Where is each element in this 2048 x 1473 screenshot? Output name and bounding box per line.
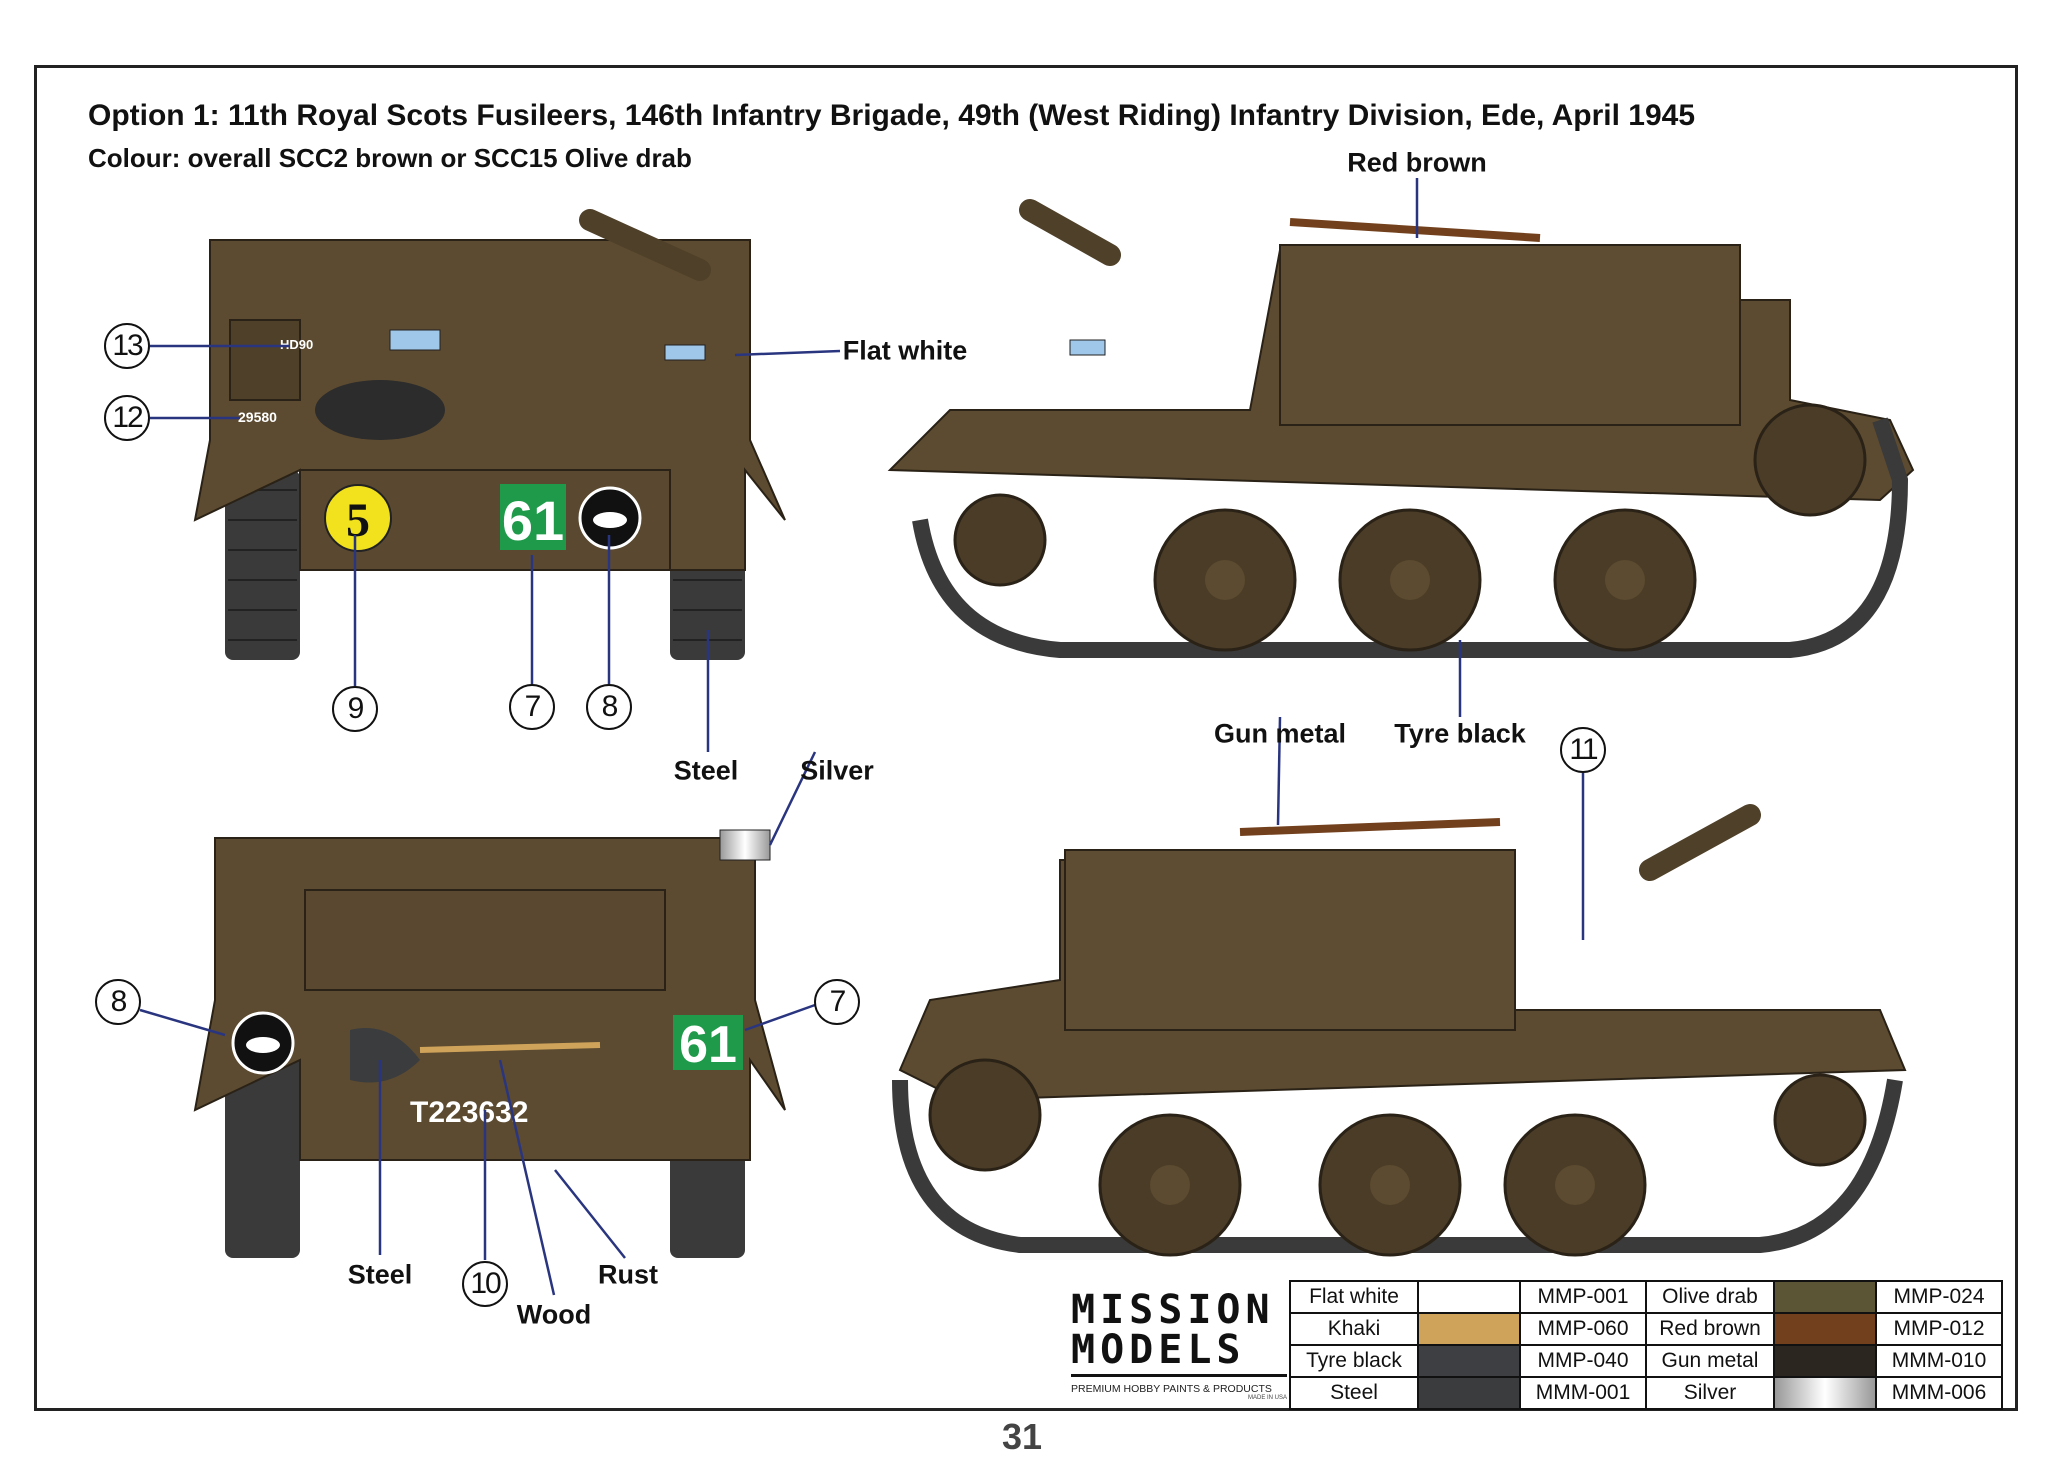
decal-number-10: 10 bbox=[462, 1261, 508, 1307]
callout-rust: Rust bbox=[598, 1259, 658, 1290]
spare-wheel bbox=[315, 380, 445, 440]
paint-code: MMP-012 bbox=[1875, 1312, 2003, 1346]
callout-gun-metal: Gun metal bbox=[1213, 718, 1347, 749]
shovel bbox=[350, 1028, 420, 1083]
paint-swatch bbox=[1773, 1344, 1877, 1378]
callout-steel-rear: Steel bbox=[347, 1259, 413, 1290]
decal-number-9: 9 bbox=[332, 686, 378, 732]
paint-swatch bbox=[1773, 1376, 1877, 1410]
paint-code: MMP-060 bbox=[1519, 1312, 1647, 1346]
paint-name: Olive drab bbox=[1645, 1280, 1775, 1314]
formation-sign-front bbox=[500, 484, 566, 550]
svg-text:61: 61 bbox=[679, 1016, 737, 1074]
decal-number-11: 11 bbox=[1560, 727, 1606, 773]
page-frame bbox=[34, 65, 2018, 1411]
decal-number-13: 13 bbox=[104, 323, 150, 369]
paint-code: MMP-001 bbox=[1519, 1280, 1647, 1314]
svg-text:223632: 223632 bbox=[1536, 947, 1629, 978]
paint-swatch bbox=[1417, 1344, 1521, 1378]
leader-lines bbox=[139, 178, 1585, 1296]
paint-code: MMM-006 bbox=[1875, 1376, 2003, 1410]
side-view-left: T 223632 bbox=[892, 804, 1907, 1257]
paint-swatch bbox=[1417, 1312, 1521, 1346]
paint-name: Tyre black bbox=[1289, 1344, 1419, 1378]
callout-wood: Wood bbox=[516, 1299, 592, 1330]
paint-code: MMM-001 bbox=[1519, 1376, 1647, 1410]
page-number: 31 bbox=[1001, 1416, 1043, 1457]
page-title: Option 1: 11th Royal Scots Fusileers, 14… bbox=[88, 99, 1696, 132]
paint-name: Silver bbox=[1645, 1376, 1775, 1410]
unit-circle-number: 5 bbox=[346, 494, 370, 547]
paint-swatch bbox=[1417, 1376, 1521, 1410]
silver-light bbox=[719, 829, 771, 861]
front-left-track bbox=[225, 470, 300, 660]
decal-number-8-rear: 8 bbox=[95, 979, 141, 1025]
paint-swatch bbox=[1417, 1280, 1521, 1314]
paint-name: Flat white bbox=[1289, 1280, 1419, 1314]
mission-models-logo: MISSION MODELS PREMIUM HOBBY PAINTS & PR… bbox=[1071, 1287, 1287, 1401]
paint-name: Khaki bbox=[1289, 1312, 1419, 1346]
decal-number-12: 12 bbox=[104, 395, 150, 441]
colour-subtitle: Colour: overall SCC2 brown or SCC15 Oliv… bbox=[88, 143, 692, 173]
callout-tyre-black: Tyre black bbox=[1394, 718, 1526, 749]
paint-swatch bbox=[1773, 1280, 1877, 1314]
front-view: 5 61 HD90 29580 bbox=[193, 209, 786, 660]
callout-silver: Silver bbox=[800, 755, 874, 786]
paint-code: MMP-040 bbox=[1519, 1344, 1647, 1378]
formation-sign-number: 61 bbox=[502, 489, 564, 552]
paint-code: MMM-010 bbox=[1875, 1344, 2003, 1378]
svg-text:HD90: HD90 bbox=[280, 337, 313, 352]
rear-view: 61 T223632 bbox=[193, 829, 786, 1258]
paint-name: Red brown bbox=[1645, 1312, 1775, 1346]
decal-number-7-rear: 7 bbox=[814, 979, 860, 1025]
paint-swatch bbox=[1773, 1312, 1877, 1346]
callout-red-brown: Red brown bbox=[1347, 147, 1487, 178]
decal-number-7: 7 bbox=[509, 684, 555, 730]
unit-circle-marking bbox=[324, 484, 392, 552]
paint-code: MMP-024 bbox=[1875, 1280, 2003, 1314]
svg-text:29580: 29580 bbox=[238, 409, 277, 425]
decal-number-8: 8 bbox=[586, 684, 632, 730]
side-view-right bbox=[887, 199, 1915, 658]
callout-flat-white: Flat white bbox=[842, 335, 968, 366]
callout-steel-front: Steel bbox=[673, 755, 739, 786]
paint-name: Gun metal bbox=[1645, 1344, 1775, 1378]
paint-name: Steel bbox=[1289, 1376, 1419, 1410]
